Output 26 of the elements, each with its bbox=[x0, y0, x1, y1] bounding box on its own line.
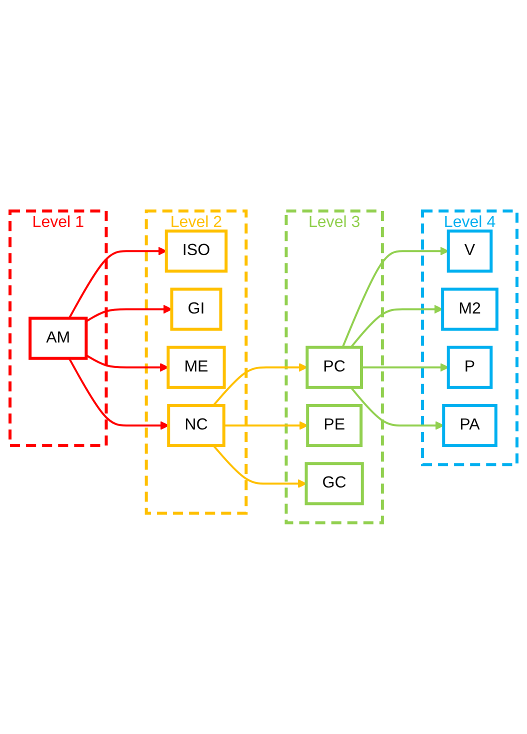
arrow bbox=[362, 363, 449, 372]
node-box bbox=[28, 316, 88, 360]
arrow bbox=[212, 445, 307, 488]
cluster bbox=[284, 210, 384, 524]
node-box bbox=[304, 462, 364, 506]
arrow bbox=[68, 246, 167, 319]
node-box bbox=[442, 404, 498, 448]
level-diagram: Level 1 Level 2 Level 3 Level 4 AM ISO GI ME NC PC PE GC V M2 P PA bbox=[2, 203, 525, 531]
node-box bbox=[170, 288, 222, 331]
arrow bbox=[212, 363, 308, 406]
arrow bbox=[86, 354, 169, 372]
cluster bbox=[8, 210, 108, 448]
node-box bbox=[306, 346, 363, 390]
node-box bbox=[306, 404, 363, 448]
node-box bbox=[166, 346, 226, 390]
node-box bbox=[167, 404, 226, 448]
arrow bbox=[342, 246, 449, 348]
arrow bbox=[224, 421, 308, 430]
cluster bbox=[144, 210, 248, 515]
node-box bbox=[441, 288, 498, 331]
node-box bbox=[446, 230, 493, 273]
arrow bbox=[68, 358, 169, 430]
node-box bbox=[164, 230, 228, 273]
cluster bbox=[421, 210, 518, 466]
node-box bbox=[446, 346, 493, 390]
arrow bbox=[86, 304, 172, 322]
